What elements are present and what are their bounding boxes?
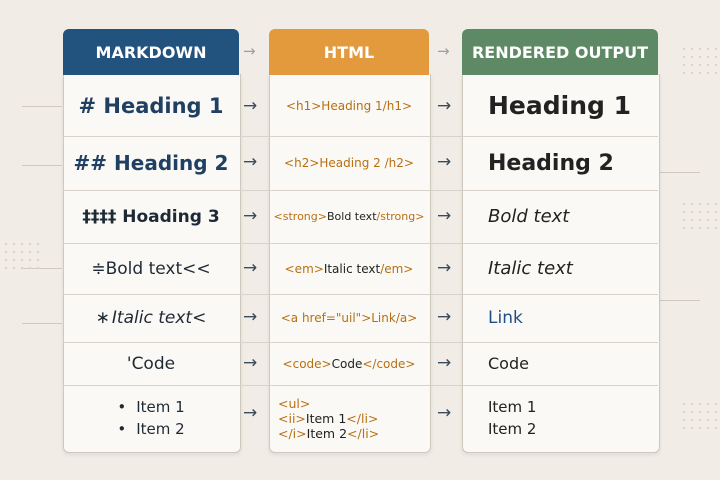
output-list: Item 1 Item 2 xyxy=(488,385,658,451)
html-heading1: <h1>Heading 1/h1> xyxy=(285,98,413,113)
arrow-icon: → xyxy=(243,206,258,226)
html-list: <ul> <ii>Item 1</li> </i>Item 2</li> xyxy=(269,385,429,451)
markdown-bold: ≑Bold text<< xyxy=(91,258,211,279)
arrow-icon: → xyxy=(243,307,258,327)
row-divider xyxy=(63,385,658,386)
arrow-icon: → xyxy=(437,307,452,327)
markdown-code: 'Code xyxy=(126,353,176,374)
html-em: <em>Italic text/em> xyxy=(269,243,429,294)
html-close-tag: /em> xyxy=(380,261,414,276)
html-inner-text: Italic text xyxy=(323,261,381,276)
html-strong: <strong> Bold text/strong> xyxy=(269,190,429,243)
arrow-icon: → xyxy=(437,96,452,116)
output-list-item: Item 2 xyxy=(488,420,537,438)
row-divider xyxy=(63,190,658,191)
background-dots xyxy=(2,240,42,270)
row-divider xyxy=(63,342,658,343)
html-code: <code>Code</code> xyxy=(269,342,429,385)
output-link[interactable]: Link xyxy=(488,308,523,328)
markdown-heading3: ‡‡‡‡ Hoading 3 xyxy=(82,206,220,227)
output-italic: Italic text xyxy=(488,258,573,279)
arrow-icon: → xyxy=(437,152,452,172)
output-bold: Bold text xyxy=(488,206,570,227)
markdown-list: Item 1 Item 2 xyxy=(63,385,239,451)
output-heading1: Heading 1 xyxy=(488,91,632,120)
arrow-icon: → xyxy=(243,353,258,373)
html-open-tag: <code> xyxy=(282,356,332,371)
arrow-icon: → xyxy=(243,96,258,116)
background-line xyxy=(22,323,62,324)
row-divider xyxy=(63,243,658,244)
output-header: RENDERED OUTPUT xyxy=(462,29,658,75)
html-link: <a href="uil">Link/a> xyxy=(269,294,429,342)
background-line xyxy=(22,268,62,269)
html-list-line: </i>Item 2</li> xyxy=(278,425,380,441)
background-line xyxy=(22,165,62,166)
arrow-icon: → xyxy=(243,403,258,423)
markdown-list-item: Item 2 xyxy=(117,420,184,438)
background-dots xyxy=(680,45,720,75)
html-close-tag: Link/a> xyxy=(371,311,418,325)
markdown-column xyxy=(63,74,241,453)
markdown-header: MARKDOWN xyxy=(63,29,239,75)
output-list-item: Item 1 xyxy=(488,398,537,416)
arrow-icon: → xyxy=(437,403,452,423)
markdown-asterisk: ∗ xyxy=(95,308,110,328)
arrow-icon: → xyxy=(243,258,258,278)
background-line xyxy=(660,172,700,173)
output-code: Code xyxy=(488,354,529,373)
arrow-icon: → xyxy=(437,258,452,278)
html-column xyxy=(269,74,431,453)
markdown-heading2: ## Heading 2 xyxy=(73,151,229,175)
markdown-heading1: # Heading 1 xyxy=(78,93,224,118)
header-arrow-icon: → xyxy=(437,42,450,60)
arrow-icon: → xyxy=(437,353,452,373)
html-heading2: <h2>Heading 2 /h2> xyxy=(284,156,414,170)
html-inner-text: Code xyxy=(331,356,363,371)
html-inner-text: Bold text xyxy=(326,210,377,223)
arrow-icon: → xyxy=(243,152,258,172)
html-open-tag: <a href="uil"> xyxy=(280,311,372,325)
markdown-list-item: Item 1 xyxy=(117,398,184,416)
header-arrow-icon: → xyxy=(243,42,256,60)
html-list-line: <ul> xyxy=(278,395,311,411)
background-dots xyxy=(680,200,720,230)
output-column xyxy=(462,74,660,453)
markdown-italic: ∗Italic text< xyxy=(63,294,239,342)
html-header: HTML xyxy=(269,29,429,75)
arrow-icon: → xyxy=(437,206,452,226)
html-close-tag: /strong> xyxy=(376,210,425,223)
html-open-tag: <em> xyxy=(284,261,324,276)
output-heading2: Heading 2 xyxy=(488,150,614,176)
html-list-line: <ii>Item 1</li> xyxy=(278,410,379,426)
row-divider xyxy=(63,136,658,137)
row-divider xyxy=(63,294,658,295)
background-line xyxy=(22,106,62,107)
html-open-tag: <strong> xyxy=(273,210,327,223)
background-line xyxy=(660,300,700,301)
background-dots xyxy=(680,400,720,430)
markdown-italic-text: Italic text< xyxy=(111,308,207,328)
html-close-tag: </code> xyxy=(362,356,416,371)
